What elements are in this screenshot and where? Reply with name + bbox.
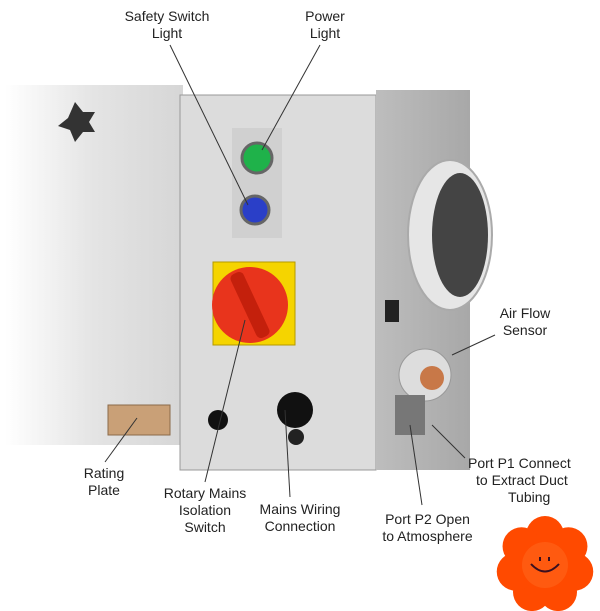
label-line: Light <box>309 25 341 41</box>
door-panel <box>179 94 377 471</box>
label-line: Rating <box>83 465 125 481</box>
label-line: Light <box>151 25 183 41</box>
label-line: Power <box>305 8 345 24</box>
leader-lines <box>104 44 496 506</box>
label-line: to Atmosphere <box>382 528 473 544</box>
side-panel <box>376 90 493 470</box>
label-line: Safety Switch <box>124 8 210 24</box>
label-line: Port P2 Open <box>385 511 470 527</box>
smile-icon <box>530 563 560 573</box>
label-line: Rotary Mains <box>163 485 247 501</box>
label-line: Switch <box>184 519 226 535</box>
label-line: Connection <box>264 518 336 534</box>
label-line: Isolation <box>178 502 232 518</box>
left-panel <box>5 85 183 445</box>
safety-light <box>239 194 271 226</box>
power-light <box>240 141 274 175</box>
star-knob-icon <box>58 102 95 142</box>
flower-center <box>522 542 568 588</box>
gland-left <box>208 410 228 430</box>
label-line: Mains Wiring <box>259 501 341 517</box>
label-line: Sensor <box>502 322 548 338</box>
label-line: to Extract Duct <box>476 472 568 488</box>
label-line: Air Flow <box>499 305 551 321</box>
rating-plate <box>107 404 171 436</box>
label-line: Plate <box>88 482 120 498</box>
label-line: Tubing <box>508 489 551 505</box>
label-line: Port P1 Connect <box>468 455 571 471</box>
